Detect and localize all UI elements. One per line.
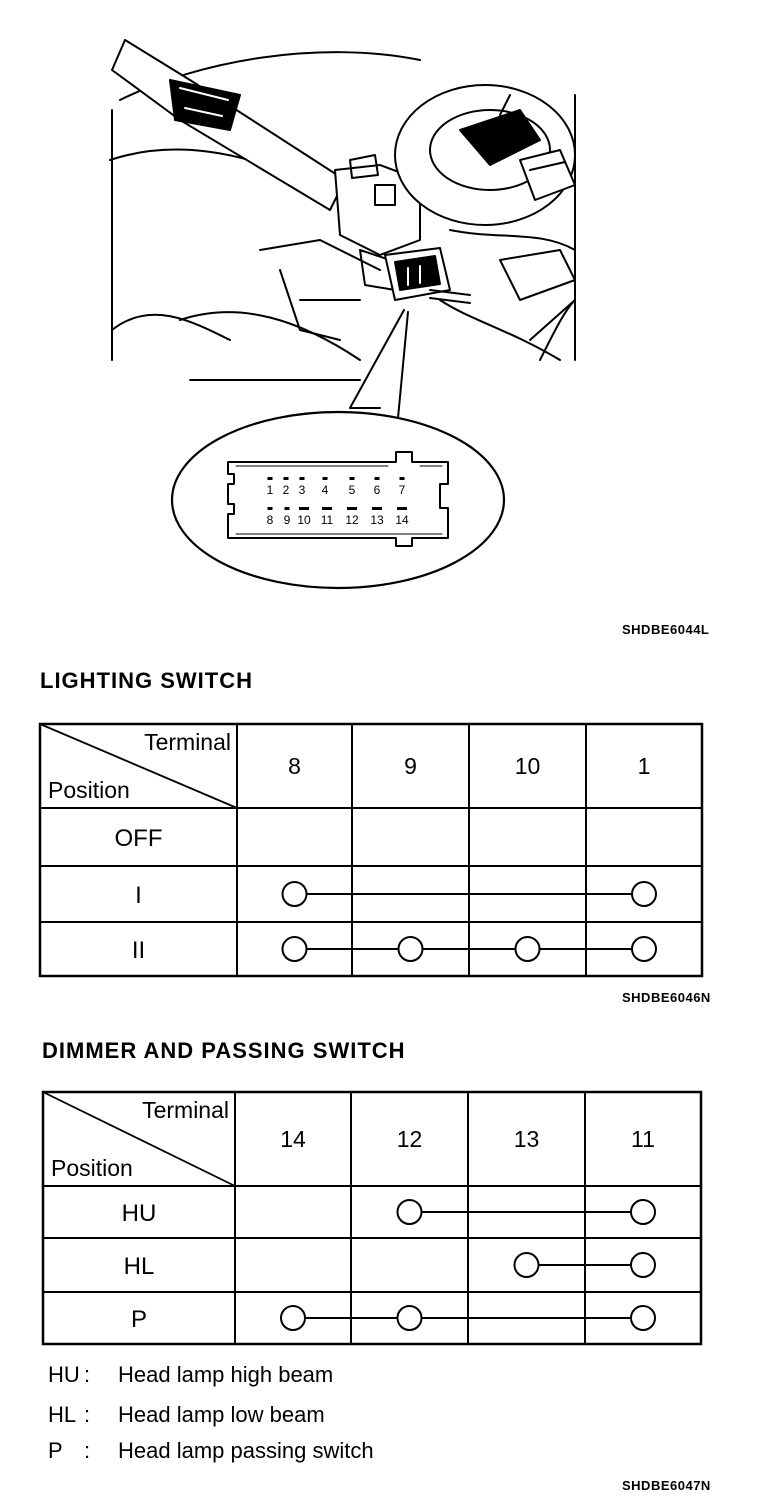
continuity-node: [630, 1252, 656, 1278]
pin-number: 5: [349, 483, 356, 497]
pin-number: 13: [370, 513, 384, 527]
header-position-label: Position: [51, 1155, 133, 1181]
continuity-node: [631, 936, 657, 962]
legend-description: Head lamp passing switch: [118, 1438, 374, 1463]
legend-separator: :: [84, 1438, 91, 1463]
pin-marker: [374, 477, 380, 480]
continuity-node: [513, 1252, 540, 1278]
pin-number: 3: [299, 483, 306, 497]
figure-code-lighting: SHDBE6046N: [622, 990, 711, 1005]
position-label: OFF: [115, 825, 163, 852]
legend-separator: :: [84, 1402, 91, 1427]
continuity-node: [280, 1305, 306, 1331]
legend-item: HU: Head lamp high beam: [48, 1362, 333, 1388]
pin-number: 10: [297, 513, 311, 527]
table-frame: [38, 722, 704, 978]
pin-number: 2: [283, 483, 290, 497]
legend-key: HU: [48, 1362, 80, 1387]
position-label: II: [132, 937, 145, 964]
continuity-node: [631, 881, 657, 907]
pin-marker: [322, 477, 328, 480]
pin-marker: [299, 477, 305, 480]
pin-number: 12: [345, 513, 359, 527]
pin-marker: [397, 507, 407, 510]
terminal-number: 8: [288, 753, 301, 779]
pin-marker: [349, 477, 355, 480]
position-label: HL: [124, 1253, 155, 1280]
header-terminal-label: Terminal: [142, 1097, 229, 1123]
pin-marker: [267, 477, 273, 480]
connector-face: [227, 451, 449, 547]
pin-number: 8: [267, 513, 274, 527]
pin-number: 4: [322, 483, 329, 497]
header-diagonal: [39, 723, 238, 809]
lighting-switch-title: LIGHTING SWITCH: [40, 668, 253, 693]
terminal-number: 14: [280, 1126, 306, 1152]
legend-key: HL: [48, 1402, 77, 1427]
continuity-node: [514, 936, 541, 962]
pin-number: 7: [399, 483, 406, 497]
legend-separator: :: [84, 1362, 91, 1387]
terminal-number: 13: [514, 1126, 540, 1152]
continuity-node: [630, 1305, 656, 1331]
legend-description: Head lamp low beam: [118, 1402, 325, 1427]
terminal-number: 12: [397, 1126, 423, 1152]
position-label: I: [135, 882, 142, 909]
pin-number: 1: [267, 483, 274, 497]
pin-marker: [399, 477, 405, 480]
continuity-node: [396, 1305, 423, 1331]
pin-marker: [322, 507, 332, 510]
terminal-number: 10: [515, 753, 541, 779]
pin-marker: [267, 507, 273, 510]
continuity-node: [630, 1199, 656, 1225]
pin-marker: [299, 507, 309, 510]
header-terminal-label: Terminal: [144, 729, 231, 755]
terminal-number: 11: [631, 1126, 655, 1152]
continuity-node: [396, 1199, 423, 1225]
continuity-node: [397, 936, 424, 962]
pin-number: 14: [395, 513, 409, 527]
legend-description: Head lamp high beam: [118, 1362, 334, 1387]
pin-number: 9: [284, 513, 291, 527]
legend-key: P: [48, 1438, 63, 1463]
continuity-node: [281, 881, 308, 907]
continuity-node: [281, 936, 308, 962]
header-diagonal: [42, 1091, 236, 1187]
legend-item: P: Head lamp passing switch: [48, 1438, 374, 1464]
pin-marker: [372, 507, 382, 510]
terminal-number: 9: [404, 753, 417, 779]
pin-marker: [284, 507, 290, 510]
figure-code-illustration: SHDBE6044L: [622, 622, 710, 637]
pin-marker: [347, 507, 357, 510]
column-switch-illustration: [109, 39, 576, 590]
legend-item: HL: Head lamp low beam: [48, 1402, 325, 1428]
figure-code-dimmer: SHDBE6047N: [622, 1478, 711, 1493]
pin-marker: [283, 477, 289, 480]
position-label: P: [131, 1306, 147, 1333]
position-label: HU: [122, 1200, 157, 1227]
terminal-number: 1: [638, 753, 651, 779]
header-position-label: Position: [48, 777, 130, 803]
table-frame: [41, 1090, 703, 1346]
pin-number: 11: [321, 513, 334, 527]
dimmer-switch-title: DIMMER AND PASSING SWITCH: [42, 1038, 406, 1063]
pin-number: 6: [374, 483, 381, 497]
stalk-lever: [111, 39, 346, 211]
